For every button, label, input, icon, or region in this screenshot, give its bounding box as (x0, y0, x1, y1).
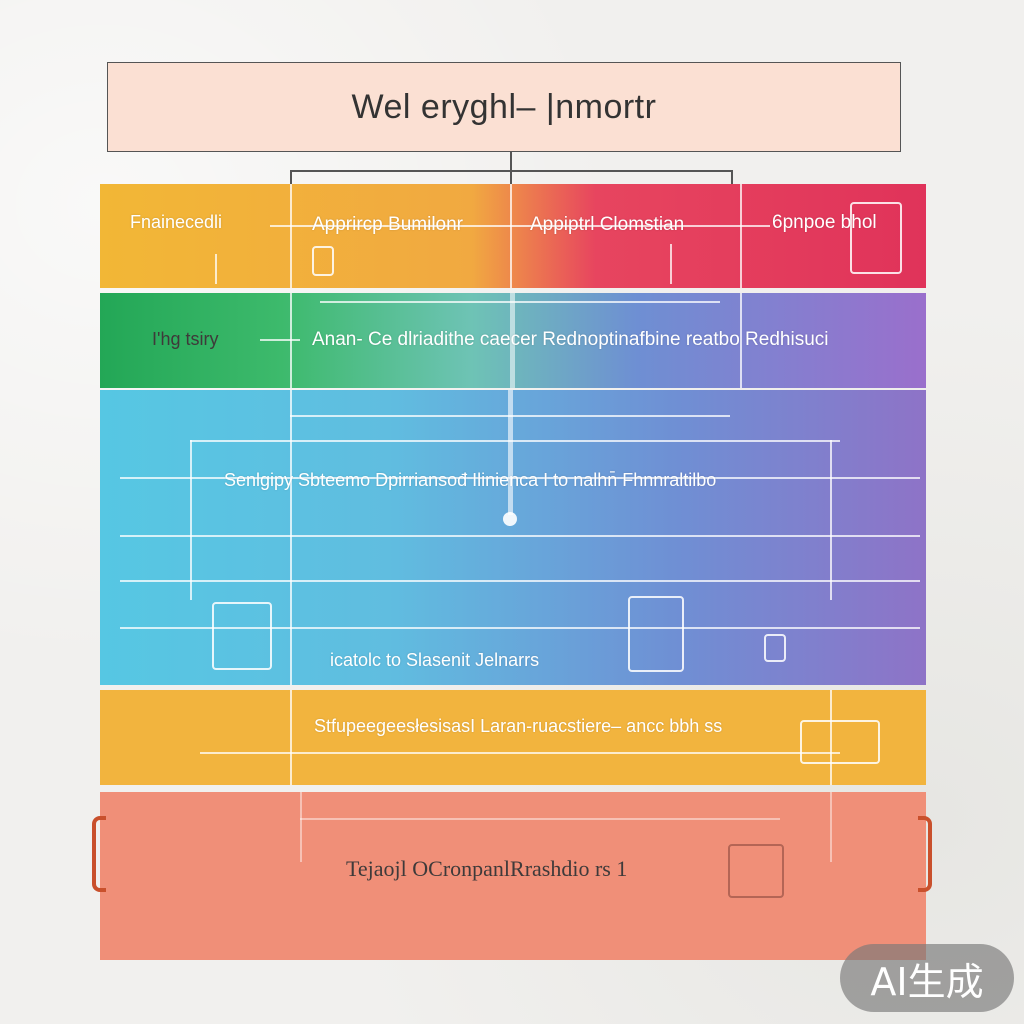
connector-line (120, 580, 920, 582)
connector-line (830, 792, 832, 862)
right-bracket (918, 816, 932, 892)
connector-line (190, 440, 192, 600)
title-connector-left (290, 170, 292, 186)
row-2-cell-1-label: I'hg tsiry (152, 329, 219, 349)
row-3-main-label: Senlgipy Sbteemo Dpirriansođ Ilinienca I… (224, 470, 717, 490)
divider (290, 293, 292, 388)
connector-line (830, 440, 832, 600)
row-1-cell-2-label: Apprircp Bumilonr (312, 214, 463, 235)
divider (290, 390, 292, 685)
connector-line (510, 293, 515, 388)
connector-line (670, 244, 672, 284)
row-3-sub-label: icatolc to Slasenit Jelnarrs (330, 650, 540, 670)
grid-icon (628, 596, 684, 672)
connector-line (215, 254, 217, 284)
row-1-cell-4-label: 6pnpoe bhol (772, 212, 877, 233)
band-row-3: Senlgipy Sbteemo Dpirriansođ Ilinienca I… (100, 390, 926, 685)
center-node (503, 512, 517, 526)
diagram-title: Wel eryghl– |nmortr (351, 87, 657, 126)
connector-line (260, 339, 300, 341)
divider (510, 184, 512, 288)
connector-line (120, 535, 920, 537)
connector-line (740, 293, 742, 388)
ai-generated-badge: AI生成 (840, 944, 1014, 1012)
connector-line (290, 690, 292, 785)
tool-icon (312, 246, 334, 276)
title-connector-center (510, 152, 512, 186)
band-row-4: StfupeegeesłesisasI Laran-ruacstiere– an… (100, 690, 926, 785)
row-5-label: Tejaojl OCronpanlRrashdio rs 1 (346, 856, 628, 881)
center-beam (508, 390, 513, 515)
box-icon (764, 634, 786, 662)
connector-line (320, 301, 720, 303)
connector-line (190, 440, 840, 442)
document-icon (850, 202, 902, 274)
connector-line (830, 690, 832, 785)
divider (740, 184, 742, 288)
connector-line (120, 477, 920, 479)
grid-icon (212, 602, 272, 670)
band-row-2: I'hg tsiry Anan- Ce dlriadithe caecer Re… (100, 293, 926, 388)
connector-line (290, 415, 730, 417)
connector-line (120, 627, 920, 629)
diagram-title-box: Wel eryghl– |nmortr (107, 62, 901, 152)
title-connector-right (731, 170, 733, 186)
left-bracket (92, 816, 106, 892)
band-row-1: Fnainecedli Apprircp Bumilonr Appiptrl C… (100, 184, 926, 288)
row-2-cell-2-label: Anan- Ce dlriadithe caecer Rednoptinafbi… (312, 329, 829, 350)
connector-line (300, 792, 302, 862)
row-1-cell-3-label: Appiptrl Clomstian (530, 214, 685, 235)
connector-line (270, 225, 770, 227)
row-1-cell-1-label: Fnainecedli (130, 212, 223, 232)
bar-chart-icon (800, 720, 880, 764)
connector-line (200, 752, 840, 754)
band-row-5: Tejaojl OCronpanlRrashdio rs 1 (100, 792, 926, 960)
row-4-label: StfupeegeesłesisasI Laran-ruacstiere– an… (314, 716, 723, 736)
connector-line (300, 818, 780, 820)
grid-icon (728, 844, 784, 898)
divider (290, 184, 292, 288)
